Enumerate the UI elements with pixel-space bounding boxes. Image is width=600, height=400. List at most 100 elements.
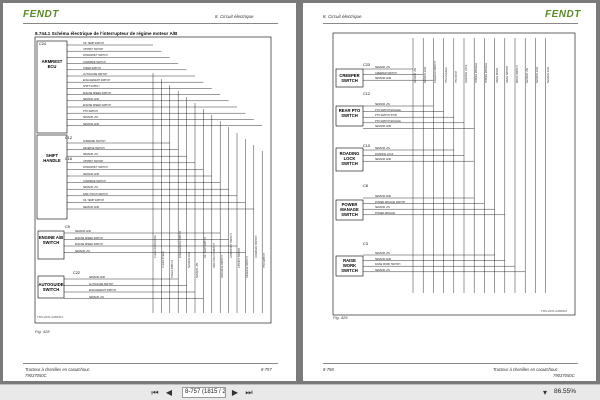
- armrest-signal: SENSOR GND: [83, 97, 100, 101]
- bus-label: ROADING LOCK: [465, 64, 468, 83]
- bus-label: DOWNSHIFT SWITCH: [229, 233, 233, 258]
- left-footer-book: Tracteur à chenilles en caoutchouc: [25, 367, 90, 372]
- right-page-number: 8-758: [323, 367, 334, 372]
- raise-work-switch-label: RAISE WORK SWITCH: [341, 258, 358, 273]
- bus-label: SENSOR GND: [546, 66, 550, 83]
- shift-signal: UPSHIFT SWITCH: [83, 159, 104, 163]
- bus-label: PTO STOP: [454, 70, 458, 83]
- left-page-number: 8-757: [261, 367, 272, 372]
- bus-label: SENSOR +5V: [414, 67, 417, 83]
- component-signal: SENSOR GND: [375, 195, 392, 198]
- zoom-menu-icon[interactable]: ▾: [542, 388, 547, 397]
- armrest-signal: OVERRIDE SWITCH: [83, 60, 106, 64]
- right-footer-code: 79037050C: [553, 373, 575, 378]
- creeper-switch-label: CREEPER SWITCH: [339, 73, 360, 83]
- bus-label: POWER MANAGE: [475, 62, 479, 83]
- bus-label: SENSOR GND: [424, 66, 428, 83]
- first-page-icon[interactable]: ⏮: [151, 388, 159, 397]
- component-signal: CREEPER SWITCH: [375, 71, 397, 75]
- connector-c9: C9: [65, 225, 70, 229]
- shift-signal: SENSOR GND: [83, 206, 100, 209]
- component-signal: SENSOR +5V: [375, 252, 391, 255]
- footer-rule: [323, 363, 578, 364]
- fendt-logo: FENDT: [545, 9, 581, 20]
- bus-label: CLEAR AUTOGUIDE: [154, 235, 157, 258]
- armrest-ecu-label: ARMREST ECU: [41, 59, 63, 69]
- last-page-icon[interactable]: ⏭: [245, 388, 253, 397]
- component-signal: SENSOR +5V: [375, 103, 391, 106]
- armrest-signal: ENGAGEMENT SWITCH: [83, 79, 111, 83]
- autoguide-signal: ENGAGEMENT SWITCH: [89, 289, 117, 292]
- armrest-signal: UPSHIFT SWITCH: [83, 48, 104, 52]
- bus-label: CREEPER SWITCH: [434, 61, 438, 83]
- next-page-icon[interactable]: ▶: [231, 388, 239, 397]
- header-rule: [323, 23, 578, 24]
- engine-signal: SENSOR +5V: [75, 249, 91, 253]
- roading-lock-switch-label: ROADING LOCK SWITCH: [339, 151, 360, 166]
- shift-signal: OIL TEMP SWITCH: [83, 199, 105, 203]
- bus-label: RAISE WORK: [495, 67, 499, 83]
- bus-label: RAISE SWITCH: [505, 65, 509, 83]
- shift-signal: OVERRIDE SWITCH: [83, 179, 106, 183]
- armrest-signal: SHIFT SUPPLY: [83, 85, 100, 89]
- fendt-logo: FENDT: [23, 9, 59, 20]
- bus-label: SENSOR GND: [187, 251, 191, 268]
- right-drawing-ref: TRS-2021-028/R02: [541, 309, 568, 313]
- power-manage-switch-label: POWER MANAGE SWITCH: [340, 202, 359, 217]
- armrest-signal: SENSOR GND: [83, 122, 100, 126]
- connector-c12: C12: [65, 136, 72, 140]
- bus-label: OVERRIDE SWITCH: [221, 255, 225, 278]
- engine-signal: SENSOR GND: [75, 230, 92, 233]
- bus-label: PTO SWITCH: [263, 253, 267, 268]
- autoguide-signal: SENSOR GND: [89, 276, 106, 279]
- component-signal: POWER MANAGE SWITCH: [375, 200, 406, 204]
- section-title: 8.744.1 Schéma électrique de l'interrupt…: [35, 31, 178, 36]
- document-viewer[interactable]: FENDT 8. Circuit électrique 8.744.1 Sché…: [0, 0, 600, 384]
- bus-label: DISK TOUCH SWITCH: [212, 243, 216, 268]
- component-signal: SENSOR GND: [375, 125, 392, 129]
- connector-c24: C24: [39, 42, 46, 46]
- armrest-signal: OIL TEMP SWITCH: [83, 42, 105, 45]
- engine-signal: ENGINE SPEED SWITCH: [75, 243, 104, 246]
- connector-c8: C8: [363, 184, 368, 188]
- component-signal: SENSOR +5V: [375, 66, 391, 69]
- rear-pto-switch-label: REAR PTO SWITCH: [338, 108, 361, 118]
- connector-c23: C23: [363, 63, 370, 67]
- engine-switch-label: ENGINE A/B SWITCH: [38, 235, 64, 245]
- page-number-input[interactable]: 8-757 (1815 / 28: [182, 387, 226, 398]
- connector-c12: C12: [363, 92, 370, 96]
- bus-label: OIL TEMP SWITCH: [204, 236, 208, 258]
- component-signal: PTO SWITCH ENGAGE: [375, 108, 401, 112]
- bus-label: SENSOR +5V: [526, 67, 530, 83]
- connector-c10: C10: [363, 144, 370, 148]
- armrest-signal: STEER SWITCH: [83, 66, 102, 70]
- armrest-signal: AUTOGUIDE SWITCH: [83, 73, 108, 76]
- footer-rule: [23, 363, 278, 364]
- armrest-signal: ENGINE SPEED SWITCH: [83, 91, 112, 95]
- component-signal: SENSOR GND: [375, 257, 392, 261]
- bus-label: ENGAGEMENT SWITCH: [179, 230, 183, 258]
- shift-signal: FORWARD SWITCH: [83, 140, 106, 143]
- armrest-signal: DOWNSHIFT SWITCH: [83, 54, 108, 58]
- left-wiring-diagram: [34, 36, 272, 324]
- bus-label: SENSOR GND: [536, 66, 540, 83]
- right-wiring-diagram: [332, 32, 576, 316]
- bus-label: UPSHIFT SWITCH: [238, 247, 241, 268]
- right-footer-book: Tracteur à chenilles en caoutchouc: [493, 367, 558, 372]
- armrest-signal: ENGINE SPEED SWITCH: [83, 104, 112, 107]
- bus-label: SENSOR +5V: [196, 262, 199, 278]
- shift-signal: REVERSE SWITCH: [83, 146, 105, 150]
- prev-page-icon[interactable]: ◀: [165, 388, 173, 397]
- page-header-section: 8. Circuit électrique: [215, 14, 254, 19]
- viewer-statusbar: ⏮ ◀ 8-757 (1815 / 28 ▶ ⏭ ▾ 86.55%: [0, 384, 600, 400]
- bus-label: PTO ENGAGE: [444, 67, 448, 83]
- component-signal: SENSOR +5V: [375, 147, 391, 150]
- left-page: FENDT 8. Circuit électrique 8.744.1 Sché…: [3, 3, 296, 381]
- armrest-signal: PTO SWITCH: [83, 110, 98, 114]
- left-drawing-ref: TRS-2021-028/R01: [37, 315, 64, 319]
- autoguide-switch-label: AUTOGUIDE SWITCH: [38, 282, 64, 292]
- zoom-level[interactable]: 86.55%: [554, 388, 577, 395]
- engine-signal: ENGINE SPEED SWITCH: [75, 236, 104, 240]
- left-footer-code: 79037050C: [25, 373, 47, 378]
- component-signal: RAISE WORK SWITCH: [375, 263, 401, 267]
